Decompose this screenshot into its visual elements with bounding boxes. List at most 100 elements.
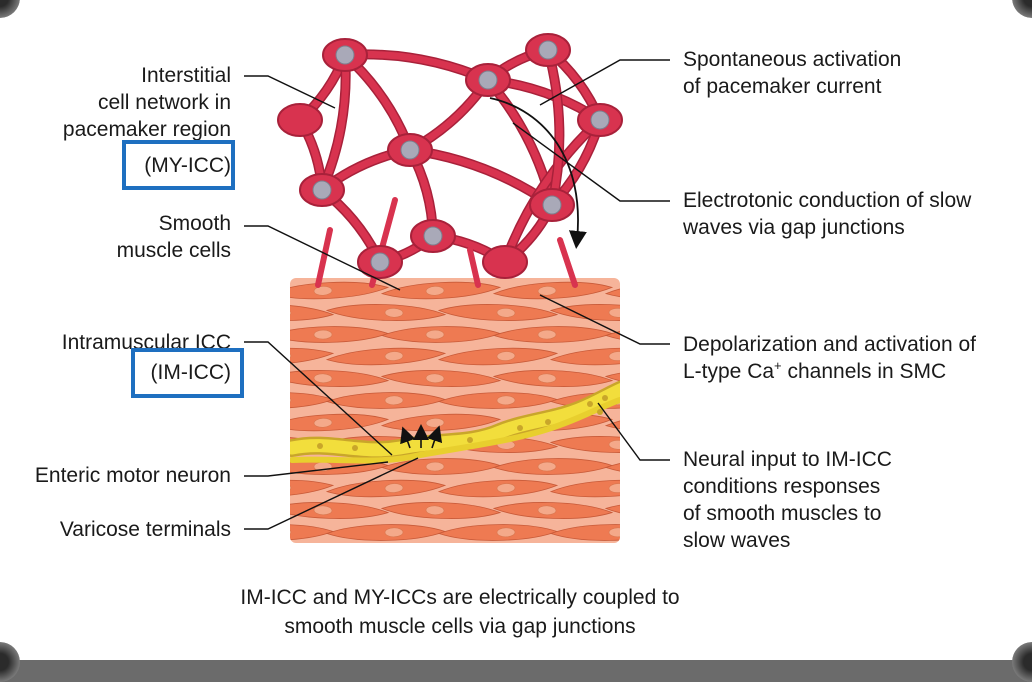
muscle-nucleus [290,395,292,406]
muscle-nucleus [650,330,668,339]
label-line: conditions responses [683,475,881,498]
icc-nucleus [370,252,390,272]
icc-process [557,237,578,288]
label-line: waves via gap junctions [683,216,905,239]
muscle-nucleus [313,505,333,516]
muscle-nucleus [537,285,557,296]
label-line: slow waves [683,529,791,552]
muscle-nucleus [313,373,333,384]
leader-lines [244,59,670,530]
muscle-nucleus [496,351,516,361]
muscle-nucleus [608,483,620,493]
varicosity [467,437,473,443]
icc-diagram [244,33,670,566]
label-line: cell network in [97,91,231,114]
muscle-nucleus [537,461,557,472]
varicosity [602,395,608,401]
muscle-nucleus [290,307,292,318]
muscle-nucleus [608,351,620,361]
varicosity [317,443,323,449]
muscle-nucleus [384,307,404,318]
muscle-nucleus [426,550,444,560]
caption-line: smooth muscle cells via gap junctions [284,615,636,638]
icc-nucleus [335,45,355,65]
muscle-nucleus [290,439,292,450]
muscle-nucleus [537,373,557,384]
muscle-nucleus [314,550,332,560]
muscle-nucleus [384,395,404,406]
icc-nucleus [312,180,332,200]
icc-process [501,116,604,266]
muscle-nucleus [313,417,333,428]
label-line: muscle cells [116,239,231,262]
muscle-nucleus [608,439,620,450]
muscle-nucleus [313,329,333,340]
icc-nucleus [478,70,498,90]
muscle-nucleus [650,373,668,383]
muscle-nucleus [650,286,668,296]
enteric-neuron-strand [290,379,620,464]
label-line: Smooth [158,212,231,235]
icc-process [467,247,481,288]
icc-process [315,227,333,288]
label-electrotonic-conduction: Electrotonic conduction of slow waves vi… [683,187,971,241]
label-smooth-muscle: Smooth muscle cells [117,210,231,264]
smooth-muscle-cell [290,347,335,366]
icc-cell-body [482,245,528,279]
muscle-nucleus [538,550,556,560]
varicose-release-arrows [400,424,443,449]
smooth-muscle-cell [270,544,389,566]
varicosity [517,425,523,431]
muscle-nucleus [425,329,445,340]
label-line: Depolarization and activation of [683,333,977,356]
icc-process [544,46,563,209]
label-depolarization: Depolarization and activation of L-type … [683,331,976,385]
label-interstitial-network: Interstitial cell network in pacemaker r… [63,62,231,143]
muscle-nucleus [425,505,445,516]
label-neural-input: Neural input to IM-ICC conditions respon… [683,446,892,554]
icc-nucleus [542,195,562,215]
muscle-nucleus [384,483,404,493]
muscle-nucleus [650,550,668,560]
muscle-nucleus [313,285,333,296]
label-line: of smooth muscles to [683,502,882,525]
label-line: Electrotonic conduction of slow [683,189,972,212]
label-line: Interstitial [141,64,231,87]
muscle-nucleus [290,483,292,493]
muscle-nucleus [384,527,404,538]
muscle-nucleus [608,527,620,538]
muscle-nucleus [650,505,668,515]
muscle-nucleus [650,462,668,471]
icc-nucleus [400,140,420,160]
label-line: Spontaneous activation [683,48,902,71]
superscript-plus: + [774,358,782,373]
icc-network [277,33,623,288]
label-fragment: L-type Ca [683,360,775,383]
label-fragment: channels in SMC [781,360,947,383]
smooth-muscle-cell [604,413,620,432]
smooth-muscle-cell [382,544,501,566]
muscle-nucleus [537,329,557,340]
muscle-nucleus [290,351,292,361]
muscle-nucleus [608,307,620,318]
figure-caption: IM-ICC and MY-ICCs are electrically coup… [0,583,920,641]
muscle-nucleus [496,527,516,538]
im-icc-highlight-box [131,348,244,398]
varicosity [545,419,551,425]
label-im-icc: (IM-ICC) [150,361,231,384]
muscle-nucleus [425,285,445,296]
varicosity [597,409,603,415]
smooth-muscle-layer [270,278,668,566]
icc-nucleus [423,226,443,246]
muscle-nucleus [384,351,404,361]
muscle-nucleus [425,461,445,472]
icc-nucleus [590,110,610,130]
my-icc-highlight-box [122,140,235,190]
label-line: of pacemaker current [683,75,882,98]
label-varicose-terminals: Varicose terminals [59,518,231,541]
varicosity [587,401,593,407]
label-line: Neural input to IM-ICC [683,448,892,471]
muscle-nucleus [537,505,557,516]
smooth-muscle-cell [494,544,613,566]
muscle-nucleus [496,395,516,406]
